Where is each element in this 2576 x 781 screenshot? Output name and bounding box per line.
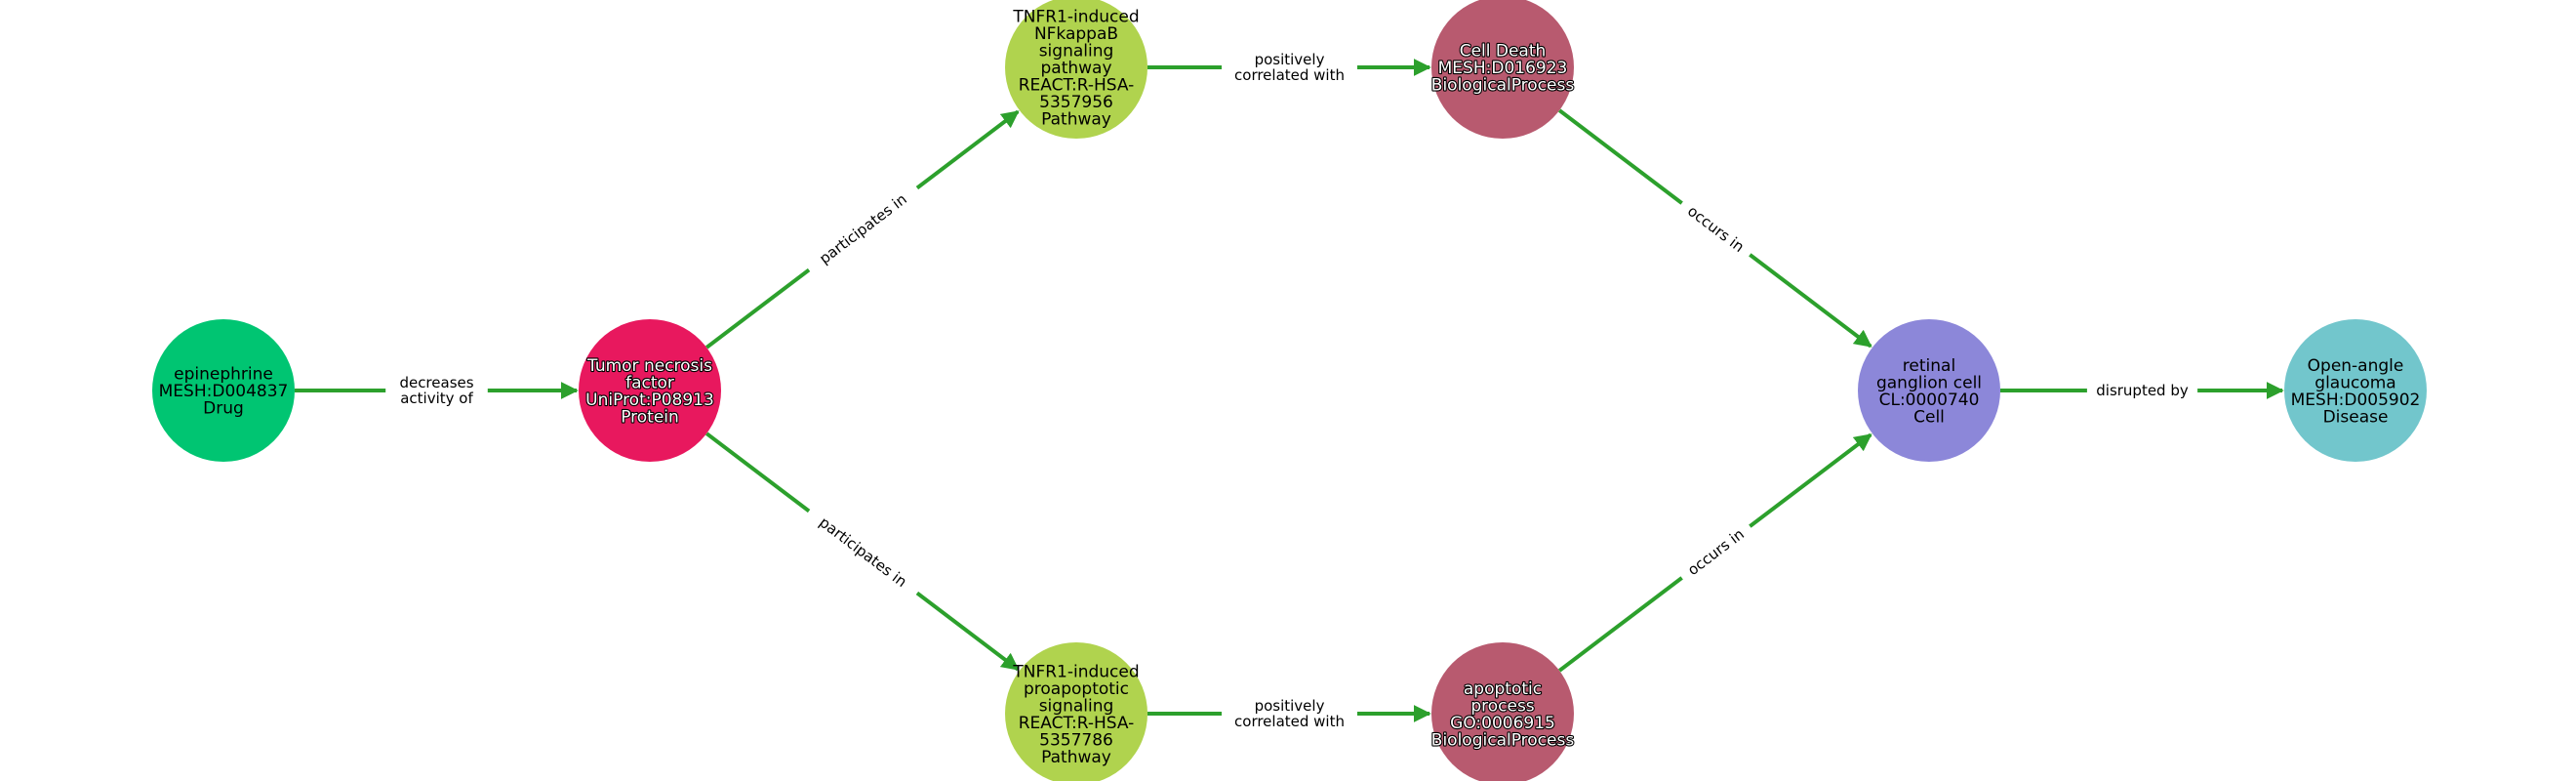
node-label-line: proapoptotic xyxy=(1024,679,1129,699)
node-circle xyxy=(1431,642,1574,781)
node-circle xyxy=(1431,0,1574,139)
node-label-line: 5357786 xyxy=(1039,730,1113,750)
node-label-line: CL:0000740 xyxy=(1879,390,1980,410)
node-circle xyxy=(579,319,721,462)
edge-label-background xyxy=(802,179,924,279)
node-circle xyxy=(152,319,295,462)
node-label-line: MESH:D016923 xyxy=(1438,59,1568,78)
node-label-line: epinephrine xyxy=(174,365,273,385)
node-label-line: BiologicalProcess xyxy=(1431,730,1575,750)
node-label-line: Pathway xyxy=(1041,110,1111,130)
edge-label-line: disrupted by xyxy=(2096,382,2189,399)
node-label-line: Disease xyxy=(2323,407,2389,427)
edge-label-line: correlated with xyxy=(1234,713,1345,730)
edge-label-line: occurs in xyxy=(1684,525,1748,579)
edge-label-line: correlated with xyxy=(1234,66,1345,84)
node-label-line: MESH:D005902 xyxy=(2291,390,2421,410)
node-label-line: 5357956 xyxy=(1039,93,1113,112)
node-label-line: signaling xyxy=(1039,42,1114,62)
node-label-line: GO:0006915 xyxy=(1450,714,1555,733)
node-circle xyxy=(1005,642,1147,781)
node-label-line: Pathway xyxy=(1041,748,1111,767)
edge-label: occurs in xyxy=(1675,517,1756,587)
node-label-line: process xyxy=(1470,696,1534,716)
node-label-line: TNFR1-induced xyxy=(1012,662,1139,681)
edge-label-text: occurs in xyxy=(1684,202,1748,256)
node-label-line: Tumor necrosis xyxy=(586,356,712,376)
edge-label-line: decreases xyxy=(399,374,473,391)
edge-label-background xyxy=(2086,380,2198,401)
node-label-line: UniProt:P08913 xyxy=(585,390,714,410)
node-circle xyxy=(1858,319,2000,462)
node-label-line: Protein xyxy=(621,407,679,427)
node-label-line: Drug xyxy=(203,399,244,419)
edge-label-line: participates in xyxy=(816,190,910,267)
node-label-line: REACT:R-HSA- xyxy=(1019,76,1135,96)
node-label-line: REACT:R-HSA- xyxy=(1019,714,1135,733)
edge-label-background xyxy=(1222,695,1357,732)
node-label-line: pathway xyxy=(1040,59,1111,78)
edge-label-background xyxy=(802,502,924,602)
node-circle xyxy=(2284,319,2427,462)
edge-label-text: participates in xyxy=(816,514,910,591)
node-label-line: signaling xyxy=(1039,696,1114,716)
node-label-line: glaucoma xyxy=(2314,373,2395,392)
edge-label-background xyxy=(1222,49,1357,86)
node-label-line: BiologicalProcess xyxy=(1431,76,1575,96)
edge-label-text: disrupted by xyxy=(2096,382,2189,399)
node-label-line: apoptotic xyxy=(1464,679,1542,699)
edge-label-text: occurs in xyxy=(1684,525,1748,579)
node-label-line: retinal xyxy=(1903,356,1955,376)
node-label-line: Cell Death xyxy=(1460,42,1547,62)
edge-label-line: positively xyxy=(1255,697,1325,715)
node-label-line: factor xyxy=(625,373,674,392)
node-label-line: TNFR1-induced xyxy=(1012,8,1139,27)
edge-label-line: participates in xyxy=(816,514,910,591)
edge-label: participates in xyxy=(802,502,924,602)
node-label-line: ganglion cell xyxy=(1876,373,1982,392)
node-label-line: Open-angle xyxy=(2308,356,2404,376)
edge-label-background xyxy=(1675,194,1756,264)
edge-label-background xyxy=(1675,517,1756,587)
node-label-line: Cell xyxy=(1913,407,1945,427)
edge-label: participates in xyxy=(802,179,924,279)
edge-label-text: participates in xyxy=(816,190,910,267)
edge-label-line: occurs in xyxy=(1684,202,1748,256)
edge-label: disrupted by xyxy=(2086,380,2198,401)
node-circle xyxy=(1005,0,1147,139)
edge-label-line: positively xyxy=(1255,51,1325,68)
node-label-line: MESH:D004837 xyxy=(159,382,289,401)
edge-label-background xyxy=(385,372,488,409)
edge-label: occurs in xyxy=(1675,194,1756,264)
edge-label-line: activity of xyxy=(400,390,473,407)
node-label-line: NFkappaB xyxy=(1034,24,1118,44)
